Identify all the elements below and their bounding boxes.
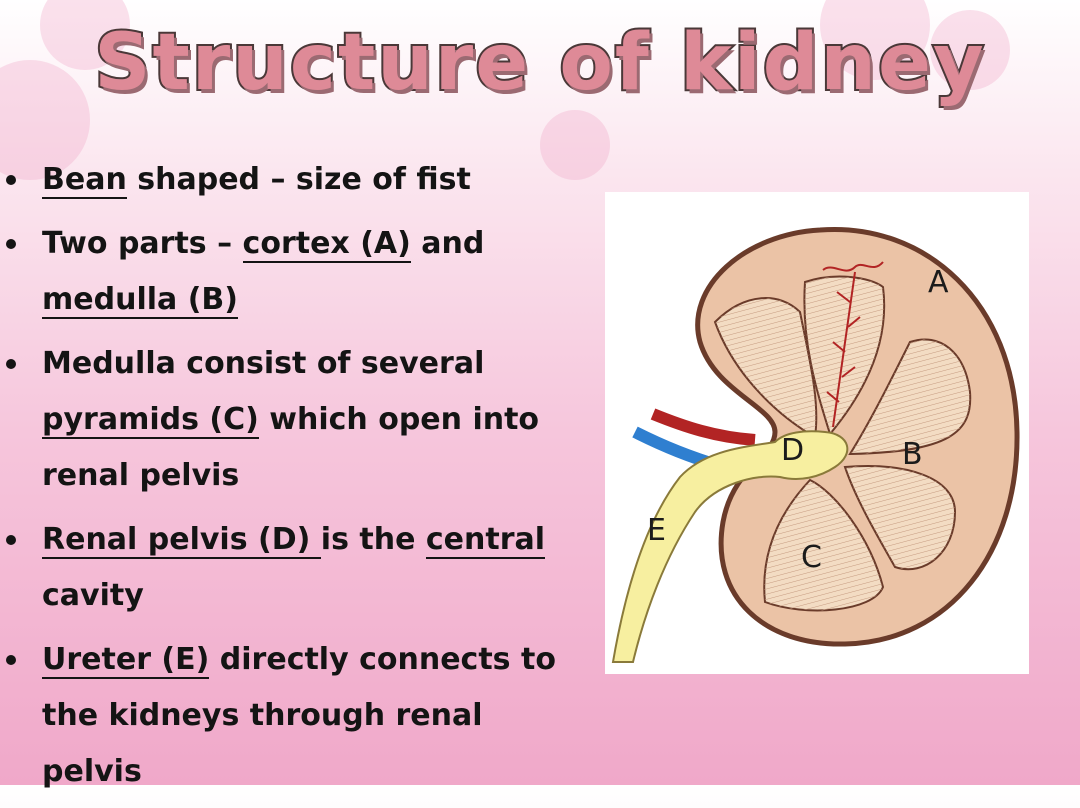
- pyramid: [715, 298, 817, 437]
- bullet-text: Medulla consist of several: [42, 346, 485, 381]
- blossom-decoration: [930, 10, 1010, 90]
- renal-artery: [650, 408, 756, 446]
- bullet-item-ureter: Ureter (E) directly connects to the kidn…: [0, 632, 590, 800]
- page-title: Structure of kidney: [92, 16, 986, 110]
- bullet-text-underlined: central: [425, 522, 546, 559]
- bullet-list: Bean shaped – size of fist Two parts – c…: [0, 152, 590, 808]
- bullet-item-renal-pelvis: Renal pelvis (D) is the central cavity: [0, 512, 590, 624]
- bullet-text: Two parts –: [42, 226, 243, 261]
- bullet-text: which open into renal pelvis: [42, 402, 540, 493]
- bullet-text: shaped – size of fist: [126, 162, 471, 197]
- bullet-text-underlined: medulla (B): [42, 282, 238, 319]
- pyramid: [850, 339, 971, 454]
- bullet-text-underlined: Ureter (E): [42, 642, 210, 679]
- blossom-decoration: [40, 0, 130, 70]
- pyramid: [845, 466, 955, 570]
- medulla-pyramids: [713, 275, 972, 612]
- label-e: E: [647, 513, 666, 548]
- bullet-text-underlined: pyramids (C): [42, 402, 259, 439]
- label-a: A: [928, 265, 949, 300]
- label-d: D: [781, 433, 804, 468]
- bullet-text-underlined: cortex (A): [242, 226, 411, 263]
- renal-pelvis: [611, 430, 849, 663]
- bullet-text: cavity: [42, 578, 144, 613]
- label-b: B: [902, 437, 923, 472]
- blossom-decoration: [540, 110, 610, 180]
- vessel-sketch: [822, 261, 884, 428]
- bullet-text-underlined: Renal pelvis (D): [42, 522, 321, 559]
- bullet-item-bean: Bean shaped – size of fist: [0, 152, 590, 208]
- bullet-item-medulla: Medulla consist of several pyramids (C) …: [0, 336, 590, 504]
- kidney-illustration: A B C D E: [611, 226, 1020, 663]
- bullet-text-underlined: Bean: [42, 162, 127, 199]
- pyramid: [804, 276, 885, 434]
- kidney-diagram: A B C D E: [605, 192, 1029, 674]
- label-c: C: [801, 540, 822, 575]
- bullet-text: directly connects to the kidneys through…: [42, 642, 556, 789]
- bullet-text: and: [410, 226, 485, 261]
- pyramid: [764, 480, 883, 611]
- bullet-item-two-parts: Two parts – cortex (A) and medulla (B): [0, 216, 590, 328]
- bullet-text: is the: [320, 522, 426, 557]
